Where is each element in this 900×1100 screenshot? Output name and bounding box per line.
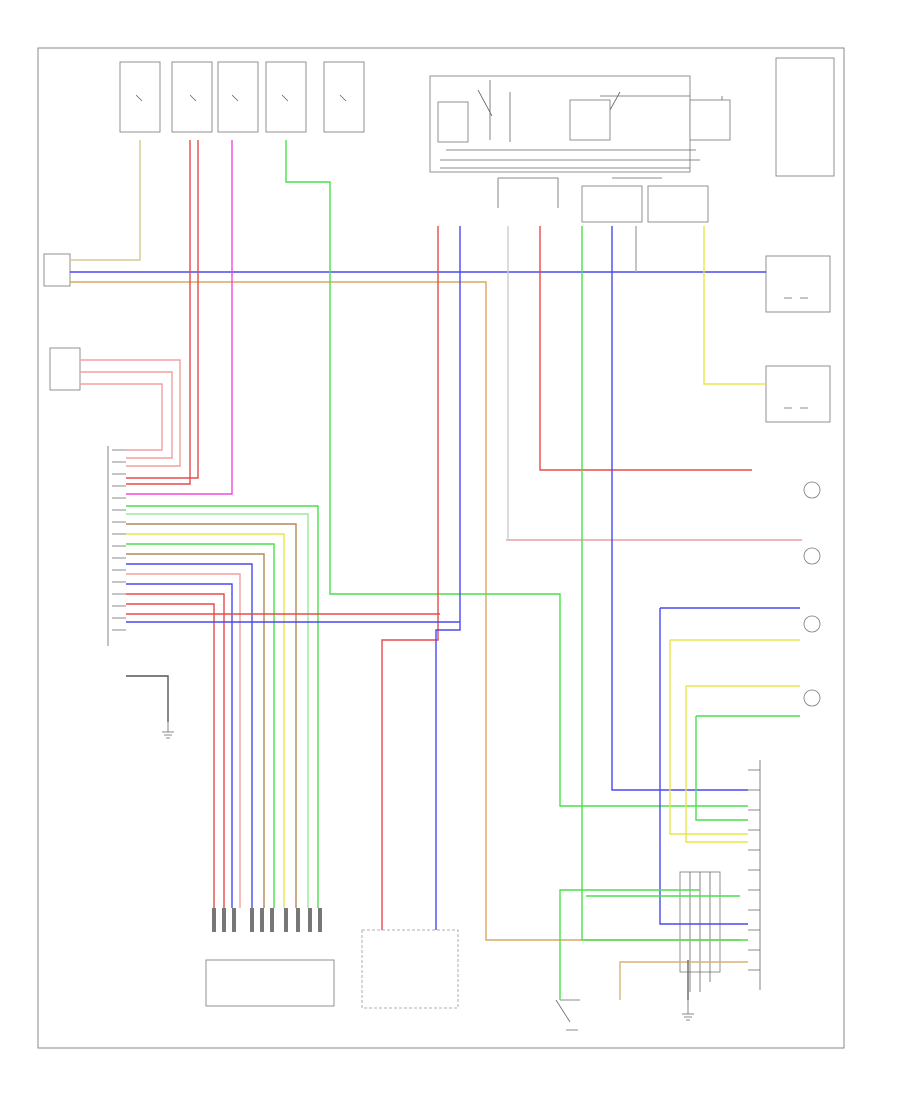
wire-red-long [539, 226, 752, 471]
fuse-sub-2 [647, 185, 709, 223]
wire-bus-pink [126, 573, 241, 908]
fuse-3 [217, 61, 259, 133]
wire-bus-brown [126, 523, 297, 908]
wire-bus-blue [126, 563, 253, 908]
relay-panel [429, 75, 691, 173]
wire-bus-brown2 [126, 553, 265, 908]
wire-orange-horizontal [70, 281, 740, 941]
wire-tan-1 [70, 140, 141, 261]
data-link-connector [205, 959, 335, 1007]
wire-bus-lightgreen [126, 513, 309, 908]
wire-blue-right2 [659, 607, 800, 925]
headlight-control-connector [107, 446, 126, 646]
connector-top-left [43, 253, 71, 287]
wire-bus-green [126, 505, 319, 908]
lamp-4 [803, 689, 821, 707]
light-switch [49, 347, 81, 391]
wire-green-lamp [695, 715, 800, 821]
wire-green-right [581, 226, 748, 941]
fuse-4 [265, 61, 307, 133]
wire-bus-blue2 [126, 583, 233, 908]
lamp-3 [803, 615, 821, 633]
label-block-right [775, 57, 835, 177]
right-headlight [765, 365, 831, 423]
wire-green-1 [285, 140, 748, 807]
fuse-sub-1 [581, 185, 643, 223]
wire-switch-red-1 [80, 359, 181, 467]
relay-1 [437, 101, 469, 143]
lamp-1 [803, 481, 821, 499]
front-combination-module [748, 760, 761, 990]
fuse-1 [119, 61, 161, 133]
wire-green-bottom [559, 889, 700, 1000]
wire-bus-red2 [126, 603, 215, 908]
lamp-2 [803, 547, 821, 565]
left-headlight [765, 255, 831, 313]
wire-bus-red [126, 593, 225, 908]
relay-3 [689, 99, 731, 141]
wire-red-2 [126, 140, 199, 479]
wire-yellow-right [703, 226, 766, 385]
wire-yellow-lamp [669, 639, 800, 835]
fuse-block-group-left [119, 61, 365, 133]
parking-brake-switch [555, 999, 580, 1031]
wire-red-1 [126, 140, 191, 485]
wire-red-center [381, 226, 439, 930]
wire-blue-right [611, 226, 748, 791]
relay-2 [569, 99, 611, 141]
fuse-5 [323, 61, 365, 133]
diagram-frame [37, 47, 845, 1049]
wire-bus-green2 [126, 543, 275, 908]
wire-switch-red-3 [80, 383, 163, 451]
wire-bus-yellow [126, 533, 285, 908]
data-link-pins [212, 908, 322, 932]
wire-switch-red-2 [80, 371, 173, 459]
wire-blue-center [435, 226, 461, 930]
wire-yellow-lamp2 [685, 685, 800, 843]
combination-meter [361, 929, 459, 1009]
wire-tan-bottom [619, 961, 748, 1000]
wire-ground-black [126, 675, 169, 722]
ground-symbol-left [162, 722, 174, 739]
wire-pink-1 [126, 140, 233, 495]
ground-symbol [682, 1000, 694, 1021]
relay-block-group [429, 75, 731, 173]
